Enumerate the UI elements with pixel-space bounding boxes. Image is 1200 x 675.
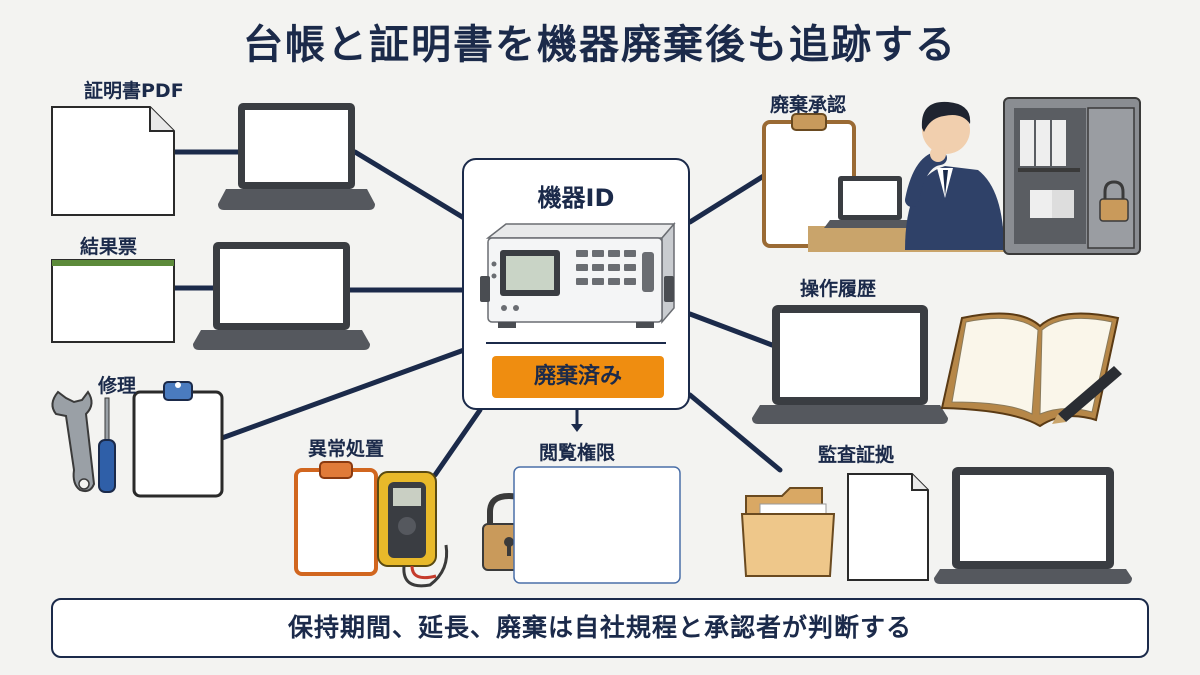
device-id-card: 機器ID 廃棄済み <box>462 158 690 410</box>
connector-center-history <box>687 311 775 348</box>
connector-laptop1-center <box>352 149 467 221</box>
page-title: 台帳と証明書を機器廃棄後も追跡する <box>243 22 957 68</box>
multimeter-icon <box>377 471 449 588</box>
wrench-icon <box>51 390 96 493</box>
label-repair: 修理 <box>98 375 137 397</box>
disposed-status-badge: 廃棄済み <box>492 356 664 398</box>
document-icon <box>51 106 175 216</box>
connector-repair-center <box>219 347 467 441</box>
label-operation-history: 操作履歴 <box>800 278 877 300</box>
screwdriver-icon <box>98 397 116 493</box>
results-sheet-icon <box>51 259 175 343</box>
access-panel <box>513 466 681 584</box>
approver-person-icon <box>808 101 1008 252</box>
label-access-rights: 閲覧権限 <box>539 442 616 464</box>
label-results-sheet: 結果票 <box>80 236 138 258</box>
label-anomaly-handling: 異常処置 <box>308 438 385 460</box>
pen-icon <box>1052 366 1122 424</box>
footer-note: 保持期間、延長、廃棄は自社規程と承認者が判断する <box>51 598 1149 658</box>
instrument-icon <box>480 221 676 328</box>
safe-icon <box>1003 97 1141 255</box>
clipboard-icon <box>762 113 856 248</box>
arrow-down-icon <box>571 410 583 432</box>
connector-center-approval <box>687 169 773 225</box>
label-disposal-approval: 廃棄承認 <box>770 94 847 116</box>
center-divider <box>486 342 666 344</box>
connector-center-audit <box>687 392 783 473</box>
clipboard-icon <box>132 381 224 498</box>
laptop-icon <box>934 467 1132 584</box>
device-id-title: 機器ID <box>537 184 615 212</box>
folder-icon <box>740 487 836 577</box>
clipboard-icon <box>294 461 378 576</box>
label-audit-evidence: 監査証拠 <box>818 444 895 466</box>
document-icon <box>847 473 929 581</box>
connectors <box>171 149 783 478</box>
connector-anomaly-center <box>432 407 483 478</box>
ledger-book-icon <box>940 312 1120 428</box>
laptop-icon <box>193 242 370 350</box>
label-certificate-pdf: 証明書PDF <box>84 80 184 102</box>
laptop-icon <box>752 305 948 424</box>
laptop-icon <box>218 103 375 210</box>
